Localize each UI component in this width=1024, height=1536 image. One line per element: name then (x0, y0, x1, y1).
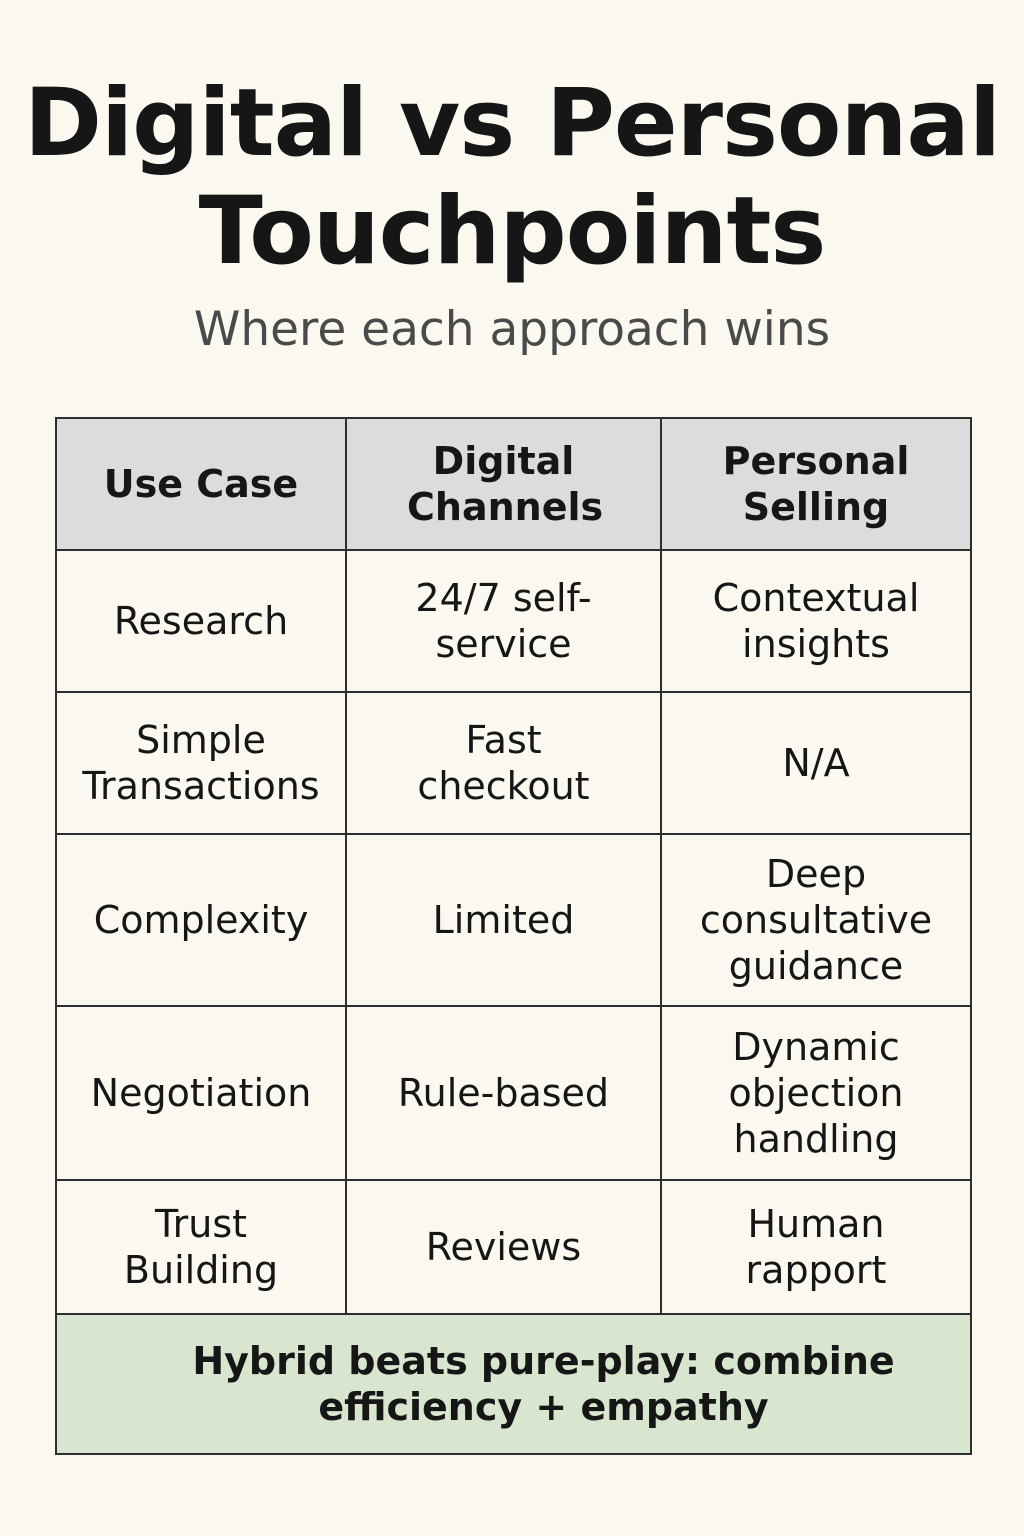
personal-cell: Dynamic objection handling (660, 1005, 972, 1181)
table-footer-row: Hybrid beats pure-play: combine efficien… (55, 1313, 972, 1455)
table-row: Complexity Limited Deep consultative gui… (55, 833, 972, 1007)
table-row: Research 24/7 self-service Contextual in… (55, 549, 972, 693)
footer-note: Hybrid beats pure-play: combine efficien… (55, 1313, 972, 1455)
personal-cell: N/A (660, 691, 972, 835)
table-header-row: Use Case Digital Channels Personal Selli… (55, 417, 972, 551)
table-row: Negotiation Rule-based Dynamic objection… (55, 1005, 972, 1181)
table-row: Trust Building Reviews Human rapport (55, 1179, 972, 1315)
digital-cell: 24/7 self-service (345, 549, 662, 693)
digital-cell: Reviews (345, 1179, 662, 1315)
page-subtitle: Where each approach wins (193, 302, 831, 357)
use-case-cell: Research (55, 549, 347, 693)
title-line-1: Digital vs Personal (23, 69, 1001, 178)
use-case-cell: Negotiation (55, 1005, 347, 1181)
column-header-digital-channels: Digital Channels (345, 417, 662, 551)
column-header-use-case: Use Case (55, 417, 347, 551)
page-title: Digital vs Personal Touchpoints (0, 70, 1024, 286)
digital-cell: Fast checkout (345, 691, 662, 835)
table-row: Simple Transactions Fast checkout N/A (55, 691, 972, 835)
use-case-cell: Simple Transactions (55, 691, 347, 835)
digital-cell: Limited (345, 833, 662, 1007)
use-case-cell: Complexity (55, 833, 347, 1007)
comparison-table: Use Case Digital Channels Personal Selli… (55, 417, 972, 1455)
personal-cell: Human rapport (660, 1179, 972, 1315)
title-line-2: Touchpoints (198, 177, 827, 286)
personal-cell: Deep consultative guidance (660, 833, 972, 1007)
personal-cell: Contextual insights (660, 549, 972, 693)
use-case-cell: Trust Building (55, 1179, 347, 1315)
digital-cell: Rule-based (345, 1005, 662, 1181)
column-header-personal-selling: Personal Selling (660, 417, 972, 551)
